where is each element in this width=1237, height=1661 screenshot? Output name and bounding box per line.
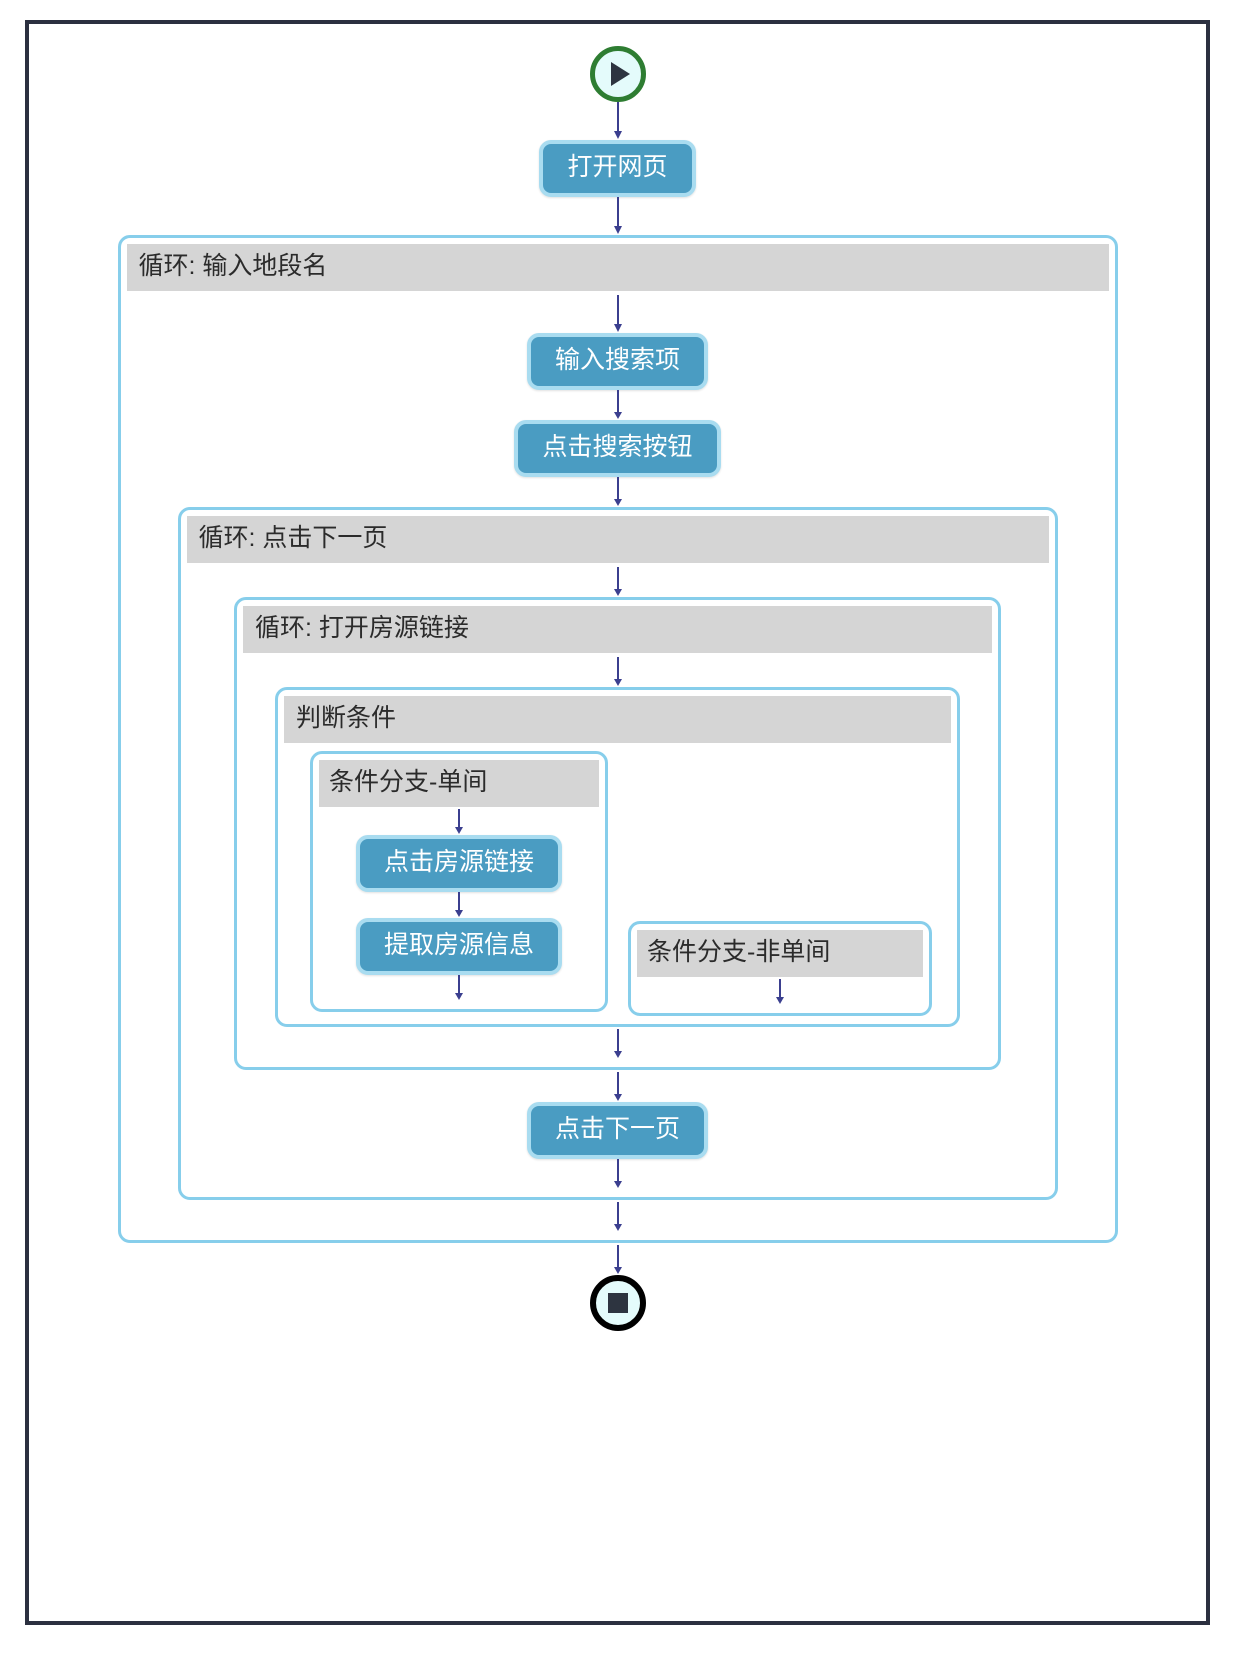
loop-district-header: 循环: 输入地段名: [126, 244, 1109, 291]
step-extract-listing[interactable]: 提取房源信息: [355, 918, 562, 975]
start-node[interactable]: [589, 46, 646, 102]
connector-arrow: [611, 1159, 625, 1189]
stop-icon: [607, 1293, 628, 1313]
branch-single-header: 条件分支-单间: [319, 760, 599, 807]
step-click-search[interactable]: 点击搜索按钮: [514, 420, 721, 477]
condition-branch-row: 条件分支-单间 点击房源链接: [284, 743, 951, 1016]
connector-arrow: [611, 477, 625, 507]
connector-arrow: [611, 1202, 625, 1232]
end-node[interactable]: [589, 1275, 646, 1331]
connector-arrow: [611, 295, 625, 333]
connector-arrow: [452, 892, 466, 918]
branch-not-single-header: 条件分支-非单间: [637, 930, 923, 977]
loop-district-container[interactable]: 循环: 输入地段名 输入搜索项 点击搜索按钮 循环:: [117, 235, 1118, 1243]
connector-arrow: [611, 390, 625, 420]
condition-container[interactable]: 判断条件 条件分支-单间: [275, 687, 960, 1027]
loop-open-link-body: 判断条件 条件分支-单间: [243, 653, 992, 1059]
loop-open-link-header: 循环: 打开房源链接: [243, 606, 992, 653]
connector-arrow: [773, 979, 787, 1005]
root-flow: 打开网页 循环: 输入地段名 输入搜索项 点击搜索按钮: [29, 24, 1206, 1331]
connector-arrow: [611, 567, 625, 597]
loop-next-page-header: 循环: 点击下一页: [186, 516, 1049, 563]
branch-single-body: 点击房源链接 提取房源信息: [319, 807, 599, 1001]
branch-not-single-body: [637, 977, 923, 1005]
loop-next-page-body: 循环: 打开房源链接 判断条件: [187, 563, 1049, 1189]
loop-next-page-container[interactable]: 循环: 点击下一页 循环: 打开房源链接: [177, 507, 1058, 1200]
loop-open-link-container[interactable]: 循环: 打开房源链接 判断条件: [234, 597, 1001, 1070]
connector-arrow: [611, 102, 625, 140]
connector-arrow: [611, 1029, 625, 1059]
connector-arrow: [611, 657, 625, 687]
connector-arrow: [611, 1072, 625, 1102]
step-click-listing-link[interactable]: 点击房源链接: [355, 835, 562, 892]
branch-single-container[interactable]: 条件分支-单间 点击房源链接: [310, 751, 608, 1012]
loop-district-body: 输入搜索项 点击搜索按钮 循环: 点击下一页: [127, 291, 1109, 1232]
branch-not-single-container[interactable]: 条件分支-非单间: [628, 921, 932, 1016]
step-input-search[interactable]: 输入搜索项: [526, 333, 708, 390]
connector-arrow: [611, 197, 625, 235]
connector-arrow: [452, 809, 466, 835]
step-click-next-page[interactable]: 点击下一页: [526, 1102, 708, 1159]
condition-header: 判断条件: [284, 696, 951, 743]
step-open-page[interactable]: 打开网页: [539, 140, 696, 197]
play-icon: [610, 62, 630, 86]
connector-arrow: [452, 975, 466, 1001]
connector-arrow: [611, 1245, 625, 1275]
diagram-frame: 打开网页 循环: 输入地段名 输入搜索项 点击搜索按钮: [25, 20, 1210, 1625]
